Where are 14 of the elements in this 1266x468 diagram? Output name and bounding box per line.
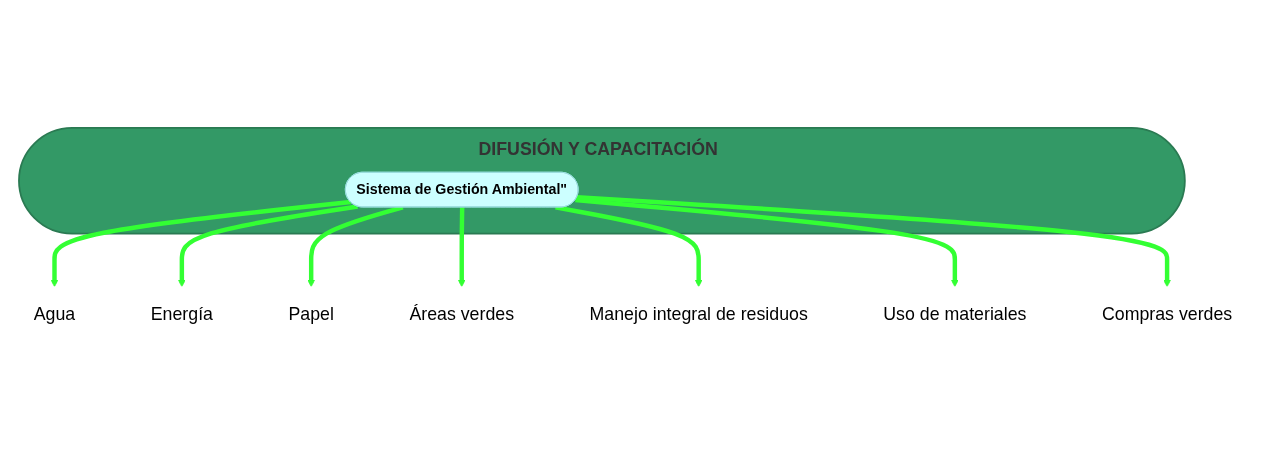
- node-text: Energía: [150, 303, 213, 324]
- node-text: Áreas verdes: [409, 303, 515, 324]
- node-text: Agua: [33, 303, 76, 324]
- arrow: [555, 205, 703, 288]
- node-text: Uso de materiales: [883, 303, 1027, 324]
- arrow: [457, 207, 466, 288]
- arrow: [177, 204, 358, 288]
- arrow: [575, 197, 959, 288]
- node-text: Papel: [288, 303, 334, 324]
- node-text: Manejo integral de residuos: [589, 303, 808, 324]
- arrow: [50, 199, 351, 288]
- arrow: [307, 205, 404, 288]
- node-text: Compras verdes: [1101, 303, 1233, 324]
- arrow: [576, 194, 1171, 288]
